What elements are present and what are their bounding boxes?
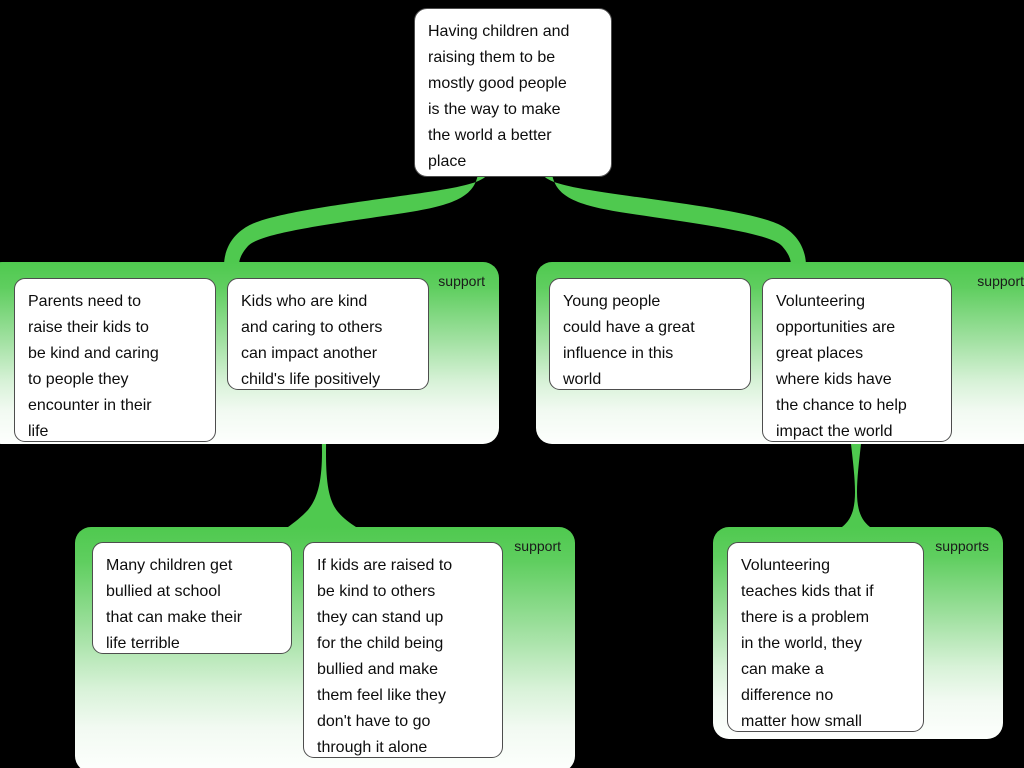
root-claim-text: Having children and raising them to be m… (428, 23, 570, 170)
claim-card-volunteering-teaches[interactable]: Volunteering teaches kids that if there … (727, 542, 924, 732)
connector-root-to-left-group (224, 174, 488, 266)
claim-card-children-bullied[interactable]: Many children get bullied at school that… (92, 542, 292, 654)
claim-text-young-people-influence: Young people could have a great influenc… (563, 293, 695, 388)
claim-text-volunteering-teaches: Volunteering teaches kids that if there … (741, 557, 874, 730)
claim-text-kids-kind-impact: Kids who are kind and caring to others c… (241, 293, 383, 388)
claim-card-volunteering-opportunities[interactable]: Volunteering opportunities are great pla… (762, 278, 952, 442)
group-label-support-left-bottom: support (514, 538, 561, 554)
claim-text-children-bullied: Many children get bullied at school that… (106, 557, 243, 652)
claim-card-kids-stand-up[interactable]: If kids are raised to be kind to others … (303, 542, 503, 758)
claim-text-volunteering-opportunities: Volunteering opportunities are great pla… (776, 293, 907, 440)
claim-card-young-people-influence[interactable]: Young people could have a great influenc… (549, 278, 751, 390)
claim-card-kids-kind-impact[interactable]: Kids who are kind and caring to others c… (227, 278, 429, 390)
claim-text-kids-stand-up: If kids are raised to be kind to others … (317, 557, 453, 756)
claim-card-parents-raise-kids[interactable]: Parents need to raise their kids to be k… (14, 278, 216, 442)
group-label-support-right-top: support (977, 273, 1024, 289)
connector-root-to-right-group (542, 174, 806, 266)
group-label-supports-right-bottom: supports (935, 538, 989, 554)
connector-right-group-to-right-bottom-group (829, 444, 885, 535)
root-claim-card[interactable]: Having children and raising them to be m… (414, 8, 612, 177)
claim-text-parents-raise-kids: Parents need to raise their kids to be k… (28, 293, 159, 440)
group-label-support-left-top: support (438, 273, 485, 289)
